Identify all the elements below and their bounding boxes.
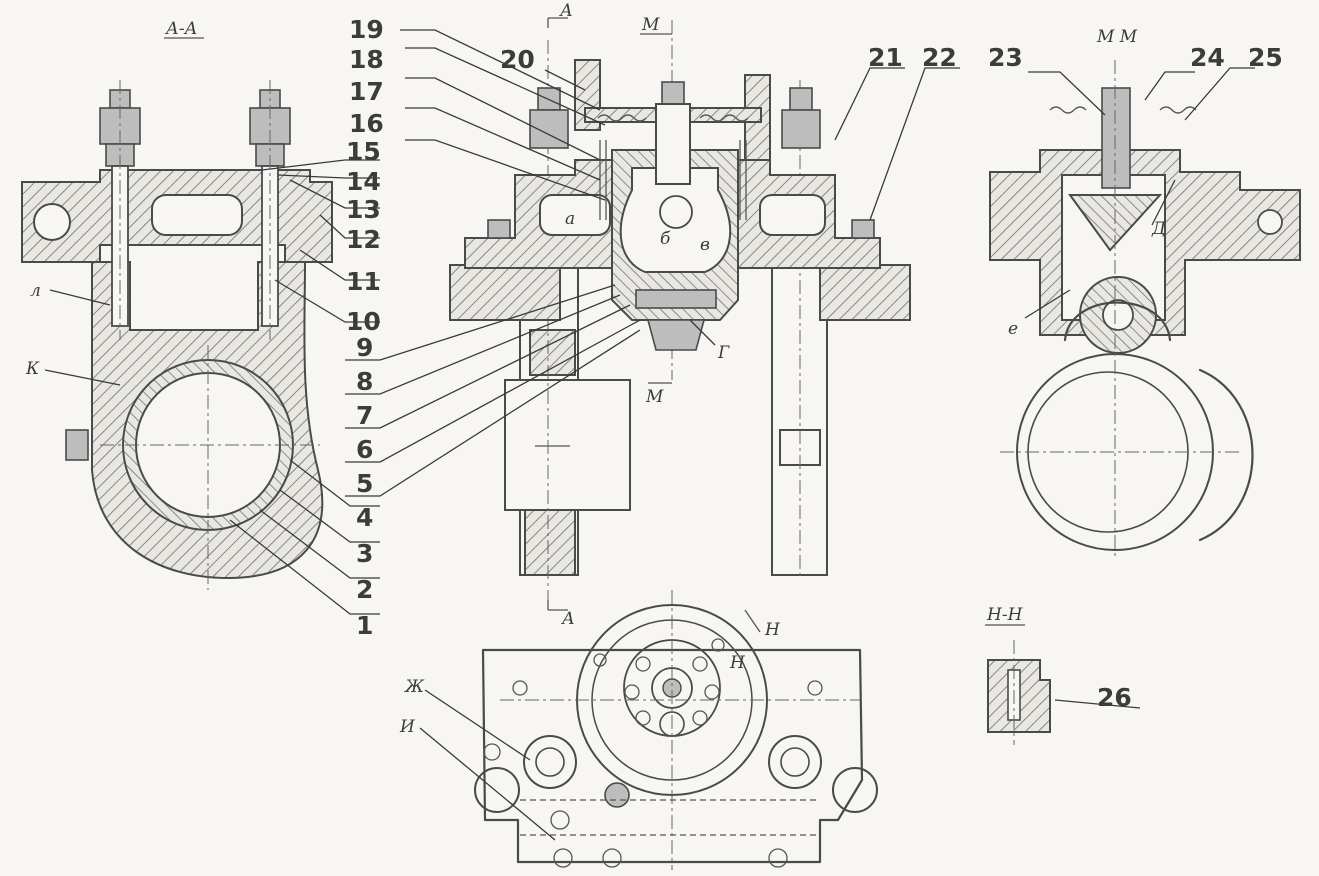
part-number-19: 19: [349, 15, 384, 44]
letter-k: К: [25, 359, 40, 379]
plan-bolt-holes: [593, 638, 725, 726]
section-a-a: А-А: [21, 19, 333, 590]
part-number-9: 9: [356, 333, 373, 362]
cut-mark-n2: Н: [729, 653, 746, 673]
part-number-24: 24: [1190, 43, 1225, 72]
part-number-11: 11: [346, 267, 381, 296]
part-number-25: 25: [1248, 43, 1283, 72]
letter-labels: л К а б в Г Д е Ж И: [25, 209, 1167, 737]
part-number-8: 8: [356, 367, 373, 396]
part-number-20: 20: [500, 45, 535, 74]
cut-mark-m-top: М: [641, 15, 660, 35]
part-number-13: 13: [346, 195, 381, 224]
section-m-m: М М: [989, 27, 1301, 560]
plan-outline: [481, 648, 864, 864]
letter-zh: Ж: [404, 677, 425, 697]
cut-mark-n1: Н: [764, 620, 781, 640]
section-h-h: Н-Н: [985, 605, 1051, 745]
part-number-18: 18: [349, 45, 384, 74]
part-number-1: 1: [356, 611, 373, 640]
part-number-labels: 1 2 3 4 5 6 7 8 9 10 11 12 13 14 15 16 1…: [346, 15, 1283, 712]
part-number-10: 10: [346, 307, 381, 336]
part-number-15: 15: [346, 137, 381, 166]
stud-right: [249, 80, 291, 340]
letter-b: б: [660, 229, 671, 249]
section-title-a-a: А-А: [165, 19, 198, 39]
valve-plate: [635, 289, 717, 309]
right-plate: [819, 264, 911, 321]
part-number-26: 26: [1097, 683, 1132, 712]
main-view: А А М М: [449, 1, 911, 629]
part-number-6: 6: [356, 435, 373, 464]
cut-mark-m-bottom: М: [645, 387, 664, 407]
letter-e: е: [1008, 319, 1018, 339]
part-number-4: 4: [356, 503, 373, 532]
cut-mark-a-top: А: [559, 1, 573, 21]
part-number-7: 7: [356, 401, 373, 430]
part-number-5: 5: [356, 469, 373, 498]
part-number-21: 21: [868, 43, 903, 72]
letter-d: Д: [1151, 219, 1167, 239]
letter-i: И: [399, 717, 416, 737]
part-number-2: 2: [356, 575, 373, 604]
letter-a: а: [565, 209, 575, 229]
section-title-m-m: М М: [1096, 27, 1138, 47]
part-number-22: 22: [922, 43, 957, 72]
letter-v: в: [700, 235, 710, 255]
letter-g: Г: [717, 343, 730, 363]
leader-lines: [44, 29, 1255, 841]
left-plate: [449, 264, 561, 321]
plug: [65, 429, 89, 461]
part-number-16: 16: [349, 109, 384, 138]
section-title-n-n: Н-Н: [986, 605, 1024, 625]
part-number-12: 12: [346, 225, 381, 254]
part-number-3: 3: [356, 539, 373, 568]
part-number-23: 23: [988, 43, 1023, 72]
cut-mark-a-bottom: А: [561, 609, 575, 629]
letter-l: л: [30, 281, 41, 301]
stud-left: [99, 80, 141, 340]
part-number-14: 14: [346, 167, 381, 196]
part-number-17: 17: [349, 77, 384, 106]
plan-view: Н Н: [474, 590, 878, 870]
